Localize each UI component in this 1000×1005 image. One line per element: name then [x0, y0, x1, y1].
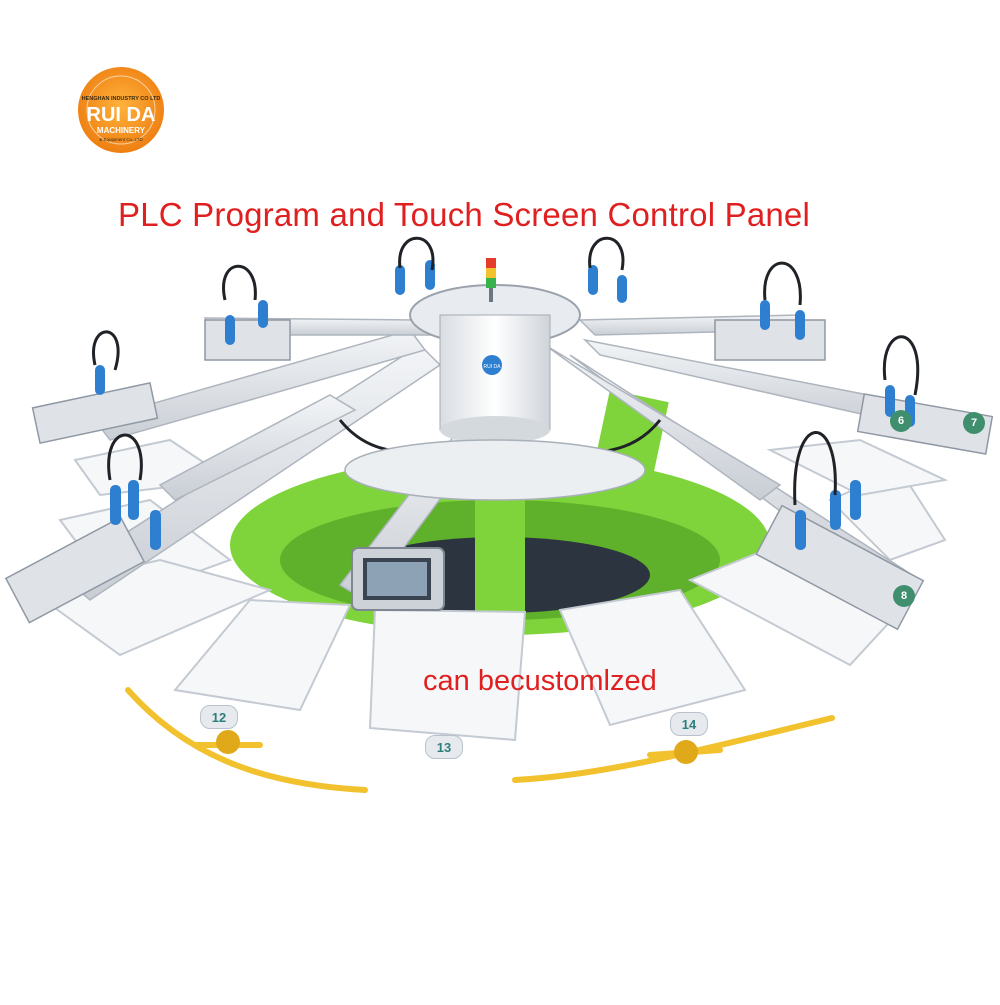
station-tag-7: 7: [963, 412, 985, 434]
headline-caption: PLC Program and Touch Screen Control Pan…: [118, 196, 811, 233]
pallet-tag-13: 13: [425, 735, 463, 759]
svg-text:& Equipment Co.,LTD: & Equipment Co.,LTD: [99, 137, 143, 142]
pallet-tag-12: 12: [200, 705, 238, 729]
print-heads: [4, 319, 994, 631]
pallet-tag-14: 14: [670, 712, 708, 736]
touch-screen-panel: [351, 547, 445, 611]
svg-text:HENGHAN INDUSTRY CO LTD: HENGHAN INDUSTRY CO LTD: [82, 96, 161, 102]
station-tag-8: 8: [893, 585, 915, 607]
pedal-hubs: [216, 730, 698, 764]
central-hub: [344, 258, 646, 501]
customize-caption: can becustomlzed: [423, 665, 657, 697]
svg-text:RUI DA: RUI DA: [87, 104, 156, 126]
blue-handles: [95, 260, 915, 550]
hub-badge-text: RUI DA: [484, 364, 502, 370]
company-logo: HENGHAN INDUSTRY CO LTD RUI DA MACHINERY…: [78, 67, 164, 153]
station-tag-6: 6: [890, 410, 912, 432]
svg-text:MACHINERY: MACHINERY: [97, 126, 146, 135]
